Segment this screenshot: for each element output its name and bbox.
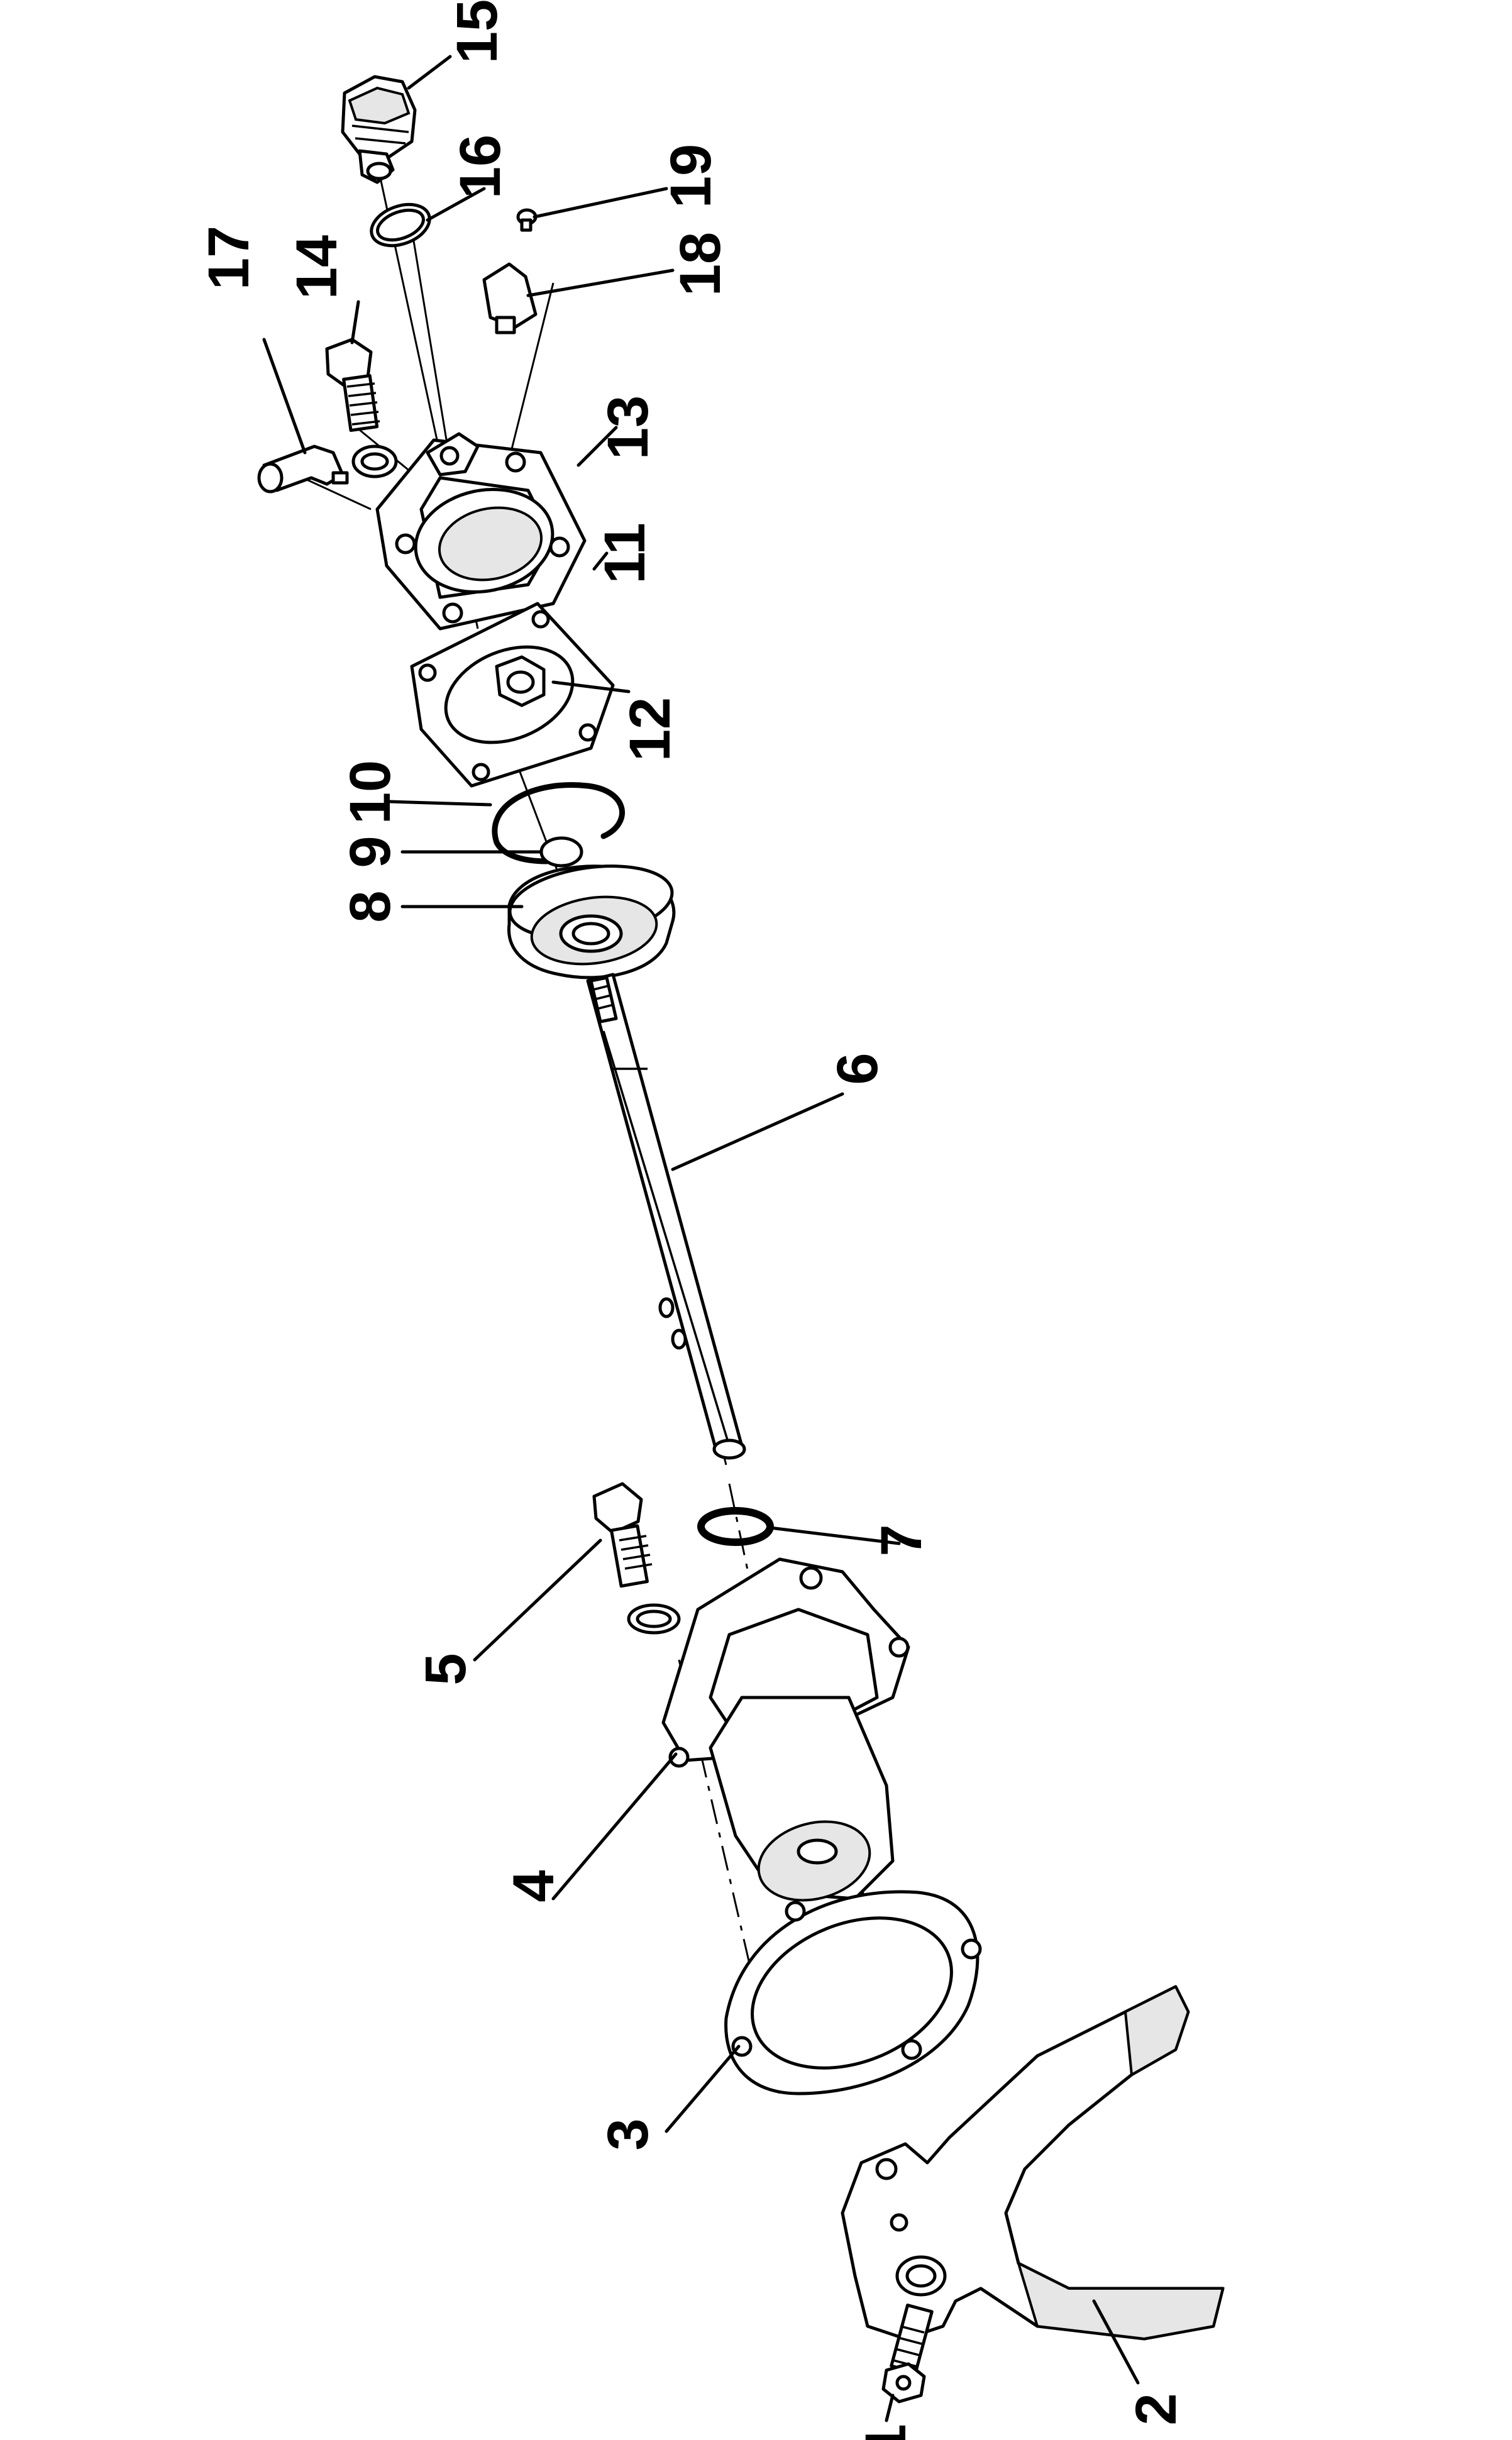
o-ring-part-16 [370,202,431,248]
shift-fork-part-2 [841,1985,1225,2341]
callout-8: 8 [338,890,402,922]
callout-16: 16 [448,135,512,199]
callout-3: 3 [596,2118,660,2150]
callout-12: 12 [618,697,682,761]
housing-part-13 [375,432,587,631]
snap-ring-part-10 [492,782,625,864]
callout-4: 4 [502,1870,566,1902]
bolt-part-5 [592,1482,681,1635]
callout-18: 18 [668,232,732,296]
callout-2: 2 [1124,2393,1188,2425]
callout-10: 10 [338,760,402,824]
o-ring-part-7 [697,1507,774,1546]
callout-19: 19 [659,144,723,208]
plug-part-15 [341,75,417,184]
callout-9: 9 [338,836,402,868]
gasket-part-3 [724,1890,982,2095]
elbow-fitting-part-17 [257,444,349,494]
bearing-part-8 [507,864,676,980]
callout-15: 15 [445,0,509,63]
bolt-part-1 [881,2304,934,2404]
callout-13: 13 [596,395,660,460]
callout-17: 17 [197,226,261,290]
fitting-part-18 [482,262,538,334]
ring-part-9 [539,836,583,868]
shaft-part-6 [586,973,746,1460]
leader-lines [262,55,1140,2422]
nut-part-12 [495,655,546,707]
callout-6: 6 [825,1052,890,1085]
callout-11: 11 [593,522,657,583]
callout-labels: 1 2 3 4 5 6 7 8 9 10 11 12 13 14 15 16 1… [197,0,1188,2440]
callout-7: 7 [869,1524,934,1556]
cap-part-19 [516,208,538,232]
callout-1: 1 [854,2424,918,2440]
main-housing-part-4 [661,1557,910,1902]
callout-5: 5 [414,1653,478,1685]
bolt-part-14 [325,338,398,478]
callout-14: 14 [285,235,349,299]
